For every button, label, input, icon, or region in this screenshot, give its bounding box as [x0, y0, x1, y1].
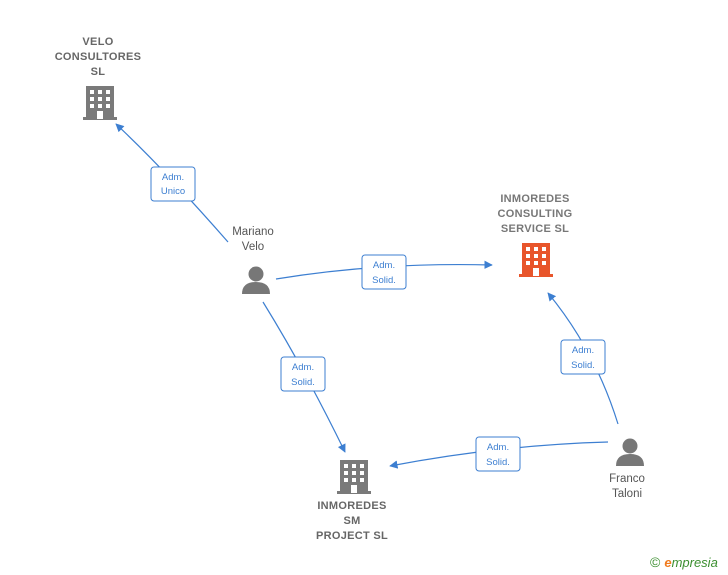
node-label-inmoredes-sm[interactable]: INMOREDES SM PROJECT SL [315, 500, 389, 542]
edge-label-line: Adm. [292, 362, 314, 373]
brand-initial: e [664, 555, 672, 570]
edge-label-adm-solid-franco-consulting: Adm. Solid. [560, 339, 606, 375]
node-label-mariano-velo[interactable]: Mariano Velo [232, 226, 274, 253]
node-label-inmoredes-consulting[interactable]: INMOREDES CONSULTING SERVICE SL [497, 193, 573, 235]
edge-label-adm-solid-sm: Adm. Solid. [280, 356, 326, 392]
copyright-symbol: © [650, 554, 661, 570]
person-icon[interactable] [616, 438, 644, 467]
edge-label-line: Adm. [572, 345, 594, 356]
edge-label-line: Adm. [162, 172, 184, 183]
edge-label-line: Solid. [372, 275, 396, 286]
edge-label-line: Solid. [486, 457, 510, 468]
building-icon[interactable] [337, 460, 371, 494]
edge-label-line: Adm. [373, 260, 395, 271]
empresia-watermark: ©empresia [650, 554, 718, 570]
brand-name: mpresia [671, 555, 718, 570]
person-icon[interactable] [242, 266, 270, 295]
edge-label-line: Unico [161, 186, 185, 197]
edge-label-line: Solid. [571, 360, 595, 371]
edge-label-adm-solid-consulting: Adm. Solid. [361, 254, 407, 290]
node-label-franco-taloni[interactable]: Franco Taloni [609, 473, 645, 500]
building-icon[interactable] [83, 86, 117, 120]
edge-label-line: Adm. [487, 442, 509, 453]
edge-label-adm-solid-franco-sm: Adm. Solid. [475, 436, 521, 472]
edge-label-line: Solid. [291, 377, 315, 388]
building-icon[interactable] [519, 243, 553, 277]
node-label-velo-consultores[interactable]: VELO CONSULTORES SL [54, 36, 142, 78]
edge-label-adm-unico: Adm. Unico [150, 166, 196, 202]
